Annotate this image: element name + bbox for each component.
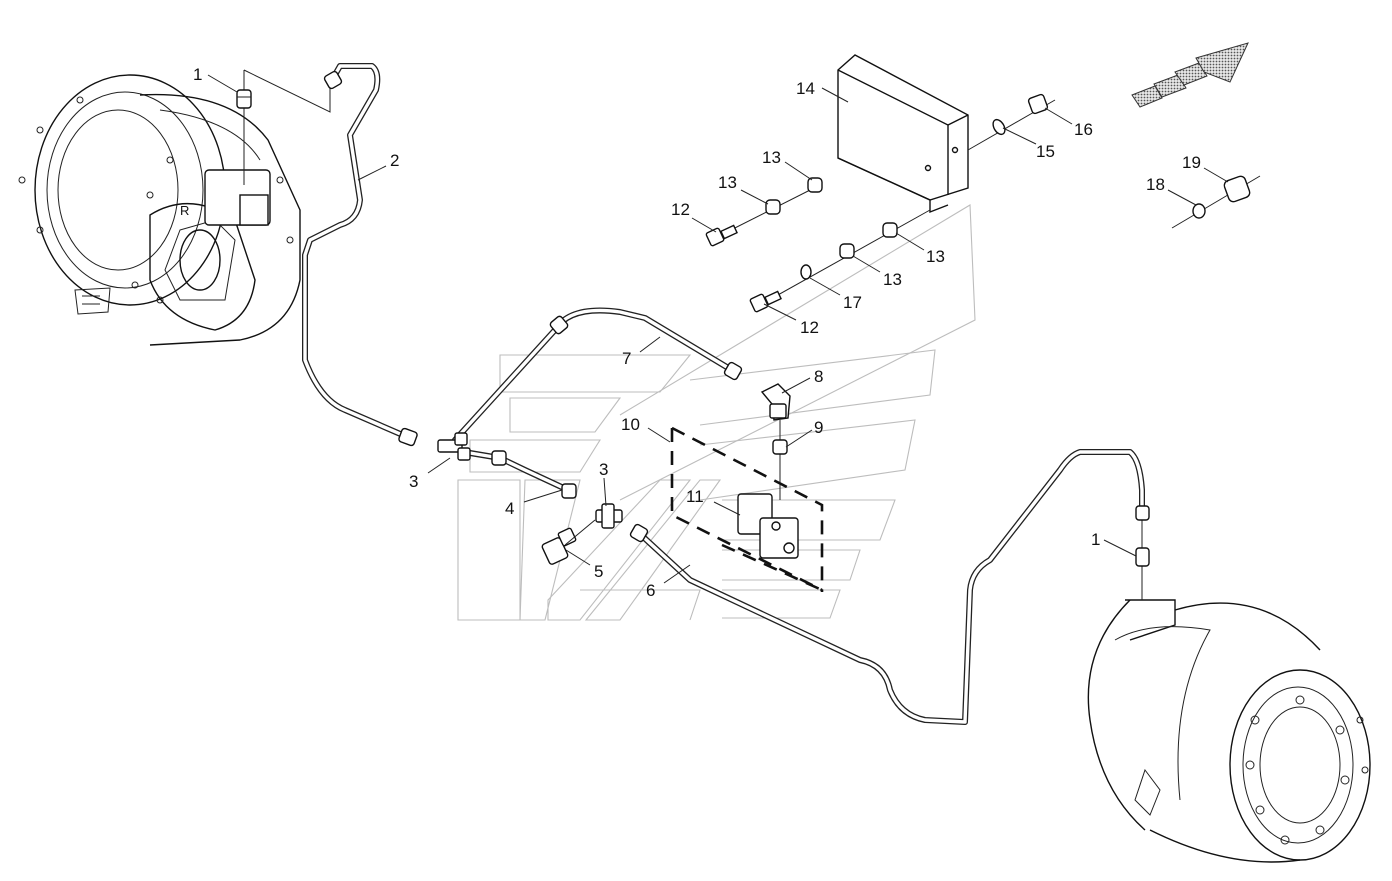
callout-10: 10 (621, 415, 640, 434)
callout-3-left: 3 (409, 472, 418, 491)
screw-12-upper (705, 177, 823, 247)
pipe-6-nut (629, 523, 649, 543)
callout-13-b: 13 (718, 173, 737, 192)
callout-3-center: 3 (599, 460, 608, 479)
fitting-1-right (1135, 505, 1150, 600)
left-wheel-motor: R (18, 74, 301, 346)
callout-8: 8 (814, 367, 823, 386)
pipe-4-nut-right (561, 483, 577, 499)
fitting-9 (772, 420, 788, 500)
callout-1-right: 1 (1091, 530, 1100, 549)
bracket-10 (670, 426, 824, 592)
callout-12-lower: 12 (800, 318, 819, 337)
callout-9: 9 (814, 418, 823, 437)
sensor-5 (541, 519, 596, 565)
pipe-6 (637, 449, 1145, 725)
screw-12-lower (749, 209, 931, 313)
pipe-4 (467, 450, 571, 493)
callout-12-upper: 12 (671, 200, 690, 219)
callout-16: 16 (1074, 120, 1093, 139)
pipe-2-nut-bottom (398, 427, 418, 447)
callout-17: 17 (843, 293, 862, 312)
pipe-7-nut-left (549, 315, 569, 335)
pipe-2 (302, 63, 408, 439)
pipe-2-nut-top (323, 70, 343, 90)
callout-2: 2 (390, 151, 399, 170)
callout-13-d: 13 (883, 270, 902, 289)
pressure-switch-11 (737, 493, 799, 559)
washer-15-nut-16 (967, 93, 1056, 151)
callout-labels: 1 1 2 3 3 4 5 6 7 8 9 10 11 12 12 13 13 … (193, 65, 1201, 600)
callout-19: 19 (1182, 153, 1201, 172)
callout-4: 4 (505, 499, 514, 518)
pipe-7-nut-right (723, 361, 743, 381)
callout-13-a: 13 (762, 148, 781, 167)
callout-5: 5 (594, 562, 603, 581)
tee-fitting-3-center (595, 503, 623, 529)
callout-18: 18 (1146, 175, 1165, 194)
callout-7: 7 (622, 349, 631, 368)
callout-14: 14 (796, 79, 815, 98)
fitting-18-19 (1171, 175, 1261, 229)
elbow-fitting-8 (760, 383, 791, 421)
pipe-7 (452, 307, 738, 443)
leader-lines (207, 74, 1229, 584)
tee-fitting-3-left (437, 432, 471, 461)
hose-bracket-line (243, 69, 331, 113)
callout-6: 6 (646, 581, 655, 600)
callout-15: 15 (1036, 142, 1055, 161)
pipe-4-nut-left (491, 450, 507, 466)
forward-direction-arrow-icon (1131, 42, 1249, 108)
callout-13-c: 13 (926, 247, 945, 266)
control-box-14 (837, 54, 969, 214)
frame-outline-ghost (457, 204, 976, 621)
right-wheel-motor (1087, 599, 1371, 863)
callout-11: 11 (686, 487, 704, 506)
svg-text:R: R (180, 203, 189, 218)
fitting-1-left (236, 70, 252, 185)
callout-1-left: 1 (193, 65, 202, 84)
